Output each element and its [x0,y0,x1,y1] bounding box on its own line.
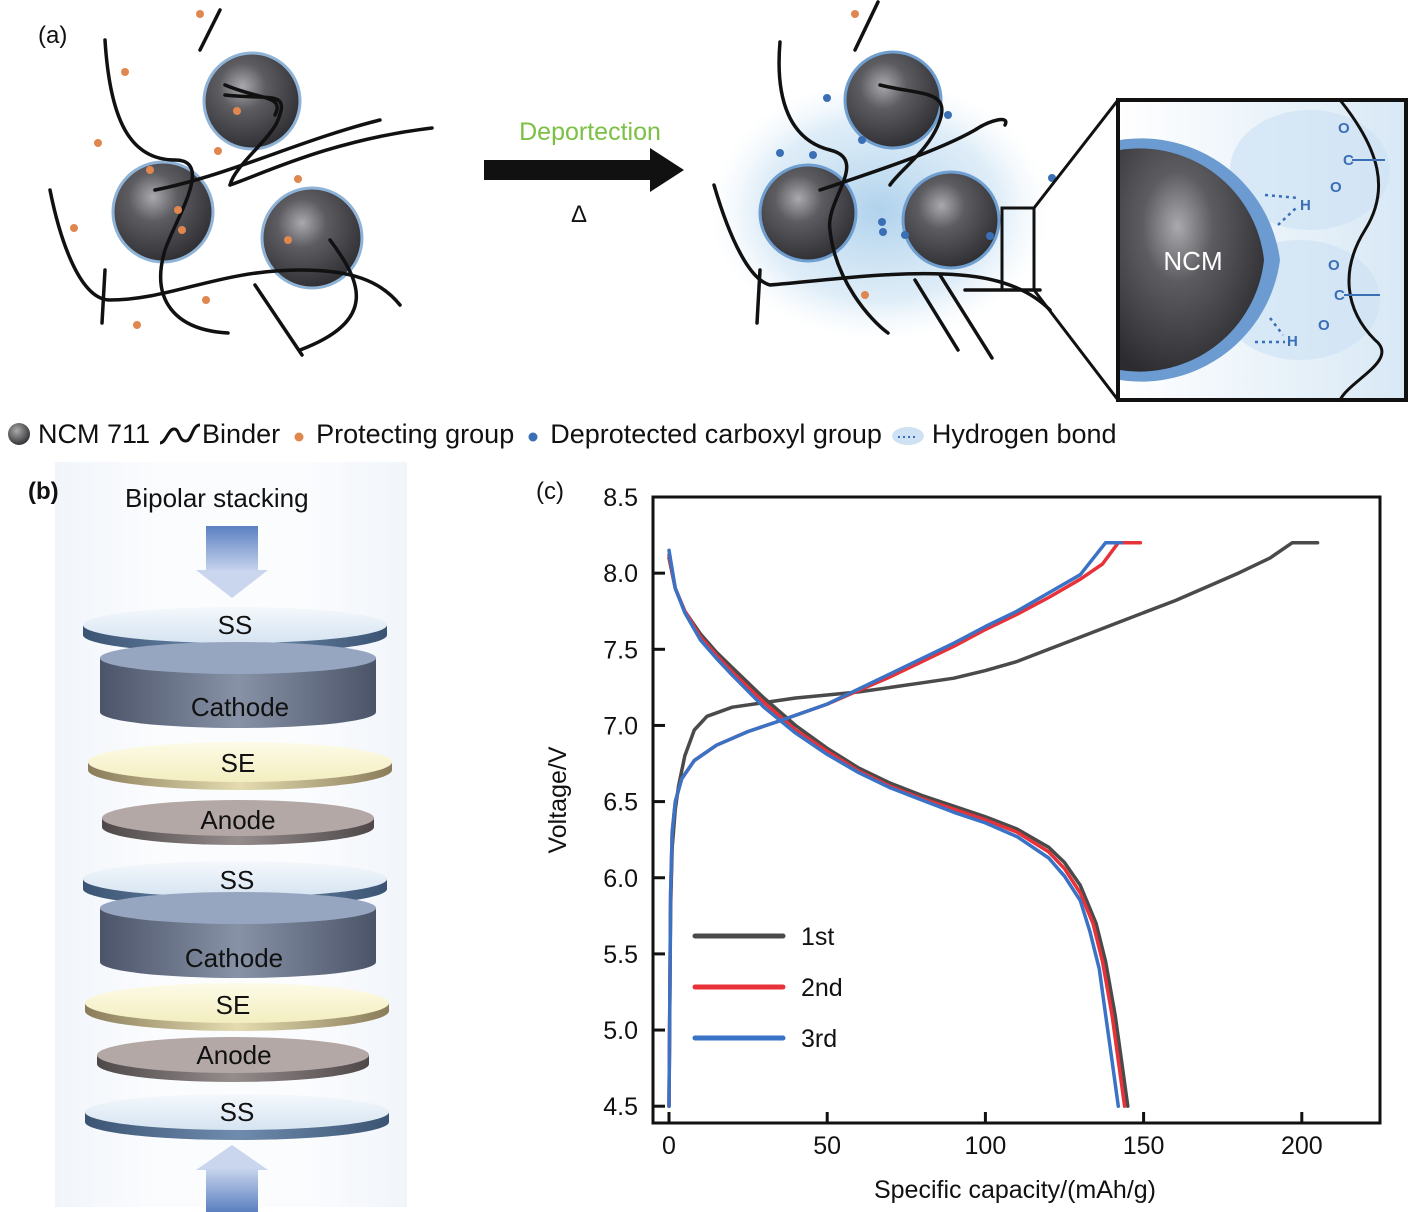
legend-label: Deprotected carboxyl group [550,418,882,449]
hydrogen-atom-label: H [1287,333,1298,350]
layer-label: Anode [196,1040,272,1070]
panel-a-label: (a) [38,22,68,49]
legend: NCM 711 Binder Protecting group Deprotec… [0,414,1125,454]
layer-se [88,742,392,790]
legend-item-ncm: NCM 711 [6,419,150,450]
layer-se [85,983,389,1031]
binder-icon [159,423,201,445]
legend-label-2nd: 2nd [801,974,843,1002]
legend-item-binder: Binder [158,419,280,450]
y-tick-label: 6.5 [603,789,638,817]
y-tick-label: 7.0 [603,712,638,740]
legend-label-1st: 1st [801,923,834,951]
layer-ss [85,1094,389,1140]
layer-anode [97,1037,369,1082]
hydrogen-atom-label: H [1300,197,1311,214]
deprotected-cluster [710,0,1120,401]
carbon-atom-label: C [1343,152,1354,169]
layer-label: SS [217,610,253,640]
heat-delta-label: Δ [571,201,587,228]
series-1st-charge-line [667,540,1320,1108]
layer-cathode [100,892,376,978]
y-tick-label: 8.0 [603,560,638,588]
legend-item-protecting-group: Protecting group [288,419,514,450]
layer-label: Cathode [190,692,290,722]
legend-item-hydrogen-bond: Hydrogen bond [890,419,1117,450]
panel-b-title: Bipolar stacking [125,483,309,513]
series-2nd-discharge-line [667,553,1127,1108]
layer-label: SS [219,865,255,895]
layer-label: Anode [200,805,276,835]
y-tick-label: 5.5 [603,941,638,969]
ncm-particle [260,186,364,290]
legend-label: Binder [202,418,281,449]
x-tick-label: 0 [662,1132,676,1160]
layer-anode [102,800,374,845]
series-2nd-charge-line [667,540,1143,1108]
x-tick-label: 200 [1281,1132,1323,1160]
y-axis-title: Voltage/V [544,746,572,853]
y-tick-label: 7.5 [603,636,638,664]
panel-c-label: (c) [536,478,564,505]
x-tick-label: 150 [1123,1132,1165,1160]
inset-ncm-label: NCM [1163,246,1222,276]
carboxyl-group-icon [528,432,538,442]
legend-label: NCM 711 [38,418,151,449]
x-tick-label: 50 [813,1132,841,1160]
up-arrow-icon [196,1145,268,1212]
layer-cathode [100,642,376,728]
deprotection-label: Deportection [519,118,661,146]
protecting-group-icon [294,432,304,442]
legend-label: Hydrogen bond [931,418,1117,449]
binder-chains [48,8,434,357]
oxygen-atom-label: O [1328,257,1340,274]
panel-b-label: (b) [28,478,59,505]
deprotection-arrow-icon [484,148,684,192]
down-arrow-icon [196,526,268,598]
y-tick-label: 8.5 [603,484,638,512]
y-tick-label: 6.0 [603,865,638,893]
layer-label: SE [215,990,251,1020]
protected-cluster [48,8,434,357]
layer-label: SS [219,1097,255,1127]
layer-label: SE [220,748,256,778]
carbon-atom-label: C [1334,287,1345,304]
hydrogen-bond-icon [891,427,924,445]
y-tick-label: 4.5 [603,1093,638,1121]
ncm-particle [843,50,943,150]
series-3rd-discharge-line [667,548,1121,1108]
series-1st-discharge-line [667,556,1130,1108]
legend-label-3rd: 3rd [801,1025,837,1053]
x-tick-label: 100 [965,1132,1007,1160]
series-3rd-charge-line [667,540,1124,1108]
legend-label: Protecting group [316,418,515,449]
ncm-particle [901,170,1001,270]
plot-frame [651,495,1382,1125]
x-axis-title: Specific capacity/(mAh/g) [874,1176,1156,1204]
legend-item-carboxyl: Deprotected carboxyl group [522,419,882,450]
layer-label: Cathode [184,943,284,973]
hydrogen-bond-inset: H O C O H O C O NCM [1116,98,1408,402]
oxygen-atom-label: O [1338,120,1350,137]
bipolar-stack-illustration [83,526,392,1212]
protecting-groups [70,10,302,329]
oxygen-atom-label: O [1318,317,1330,334]
y-tick-label: 5.0 [603,1017,638,1045]
ncm-particle-icon [8,423,30,445]
oxygen-atom-label: O [1330,179,1342,196]
panel-a-illustration: Deportection Δ [48,0,1408,402]
